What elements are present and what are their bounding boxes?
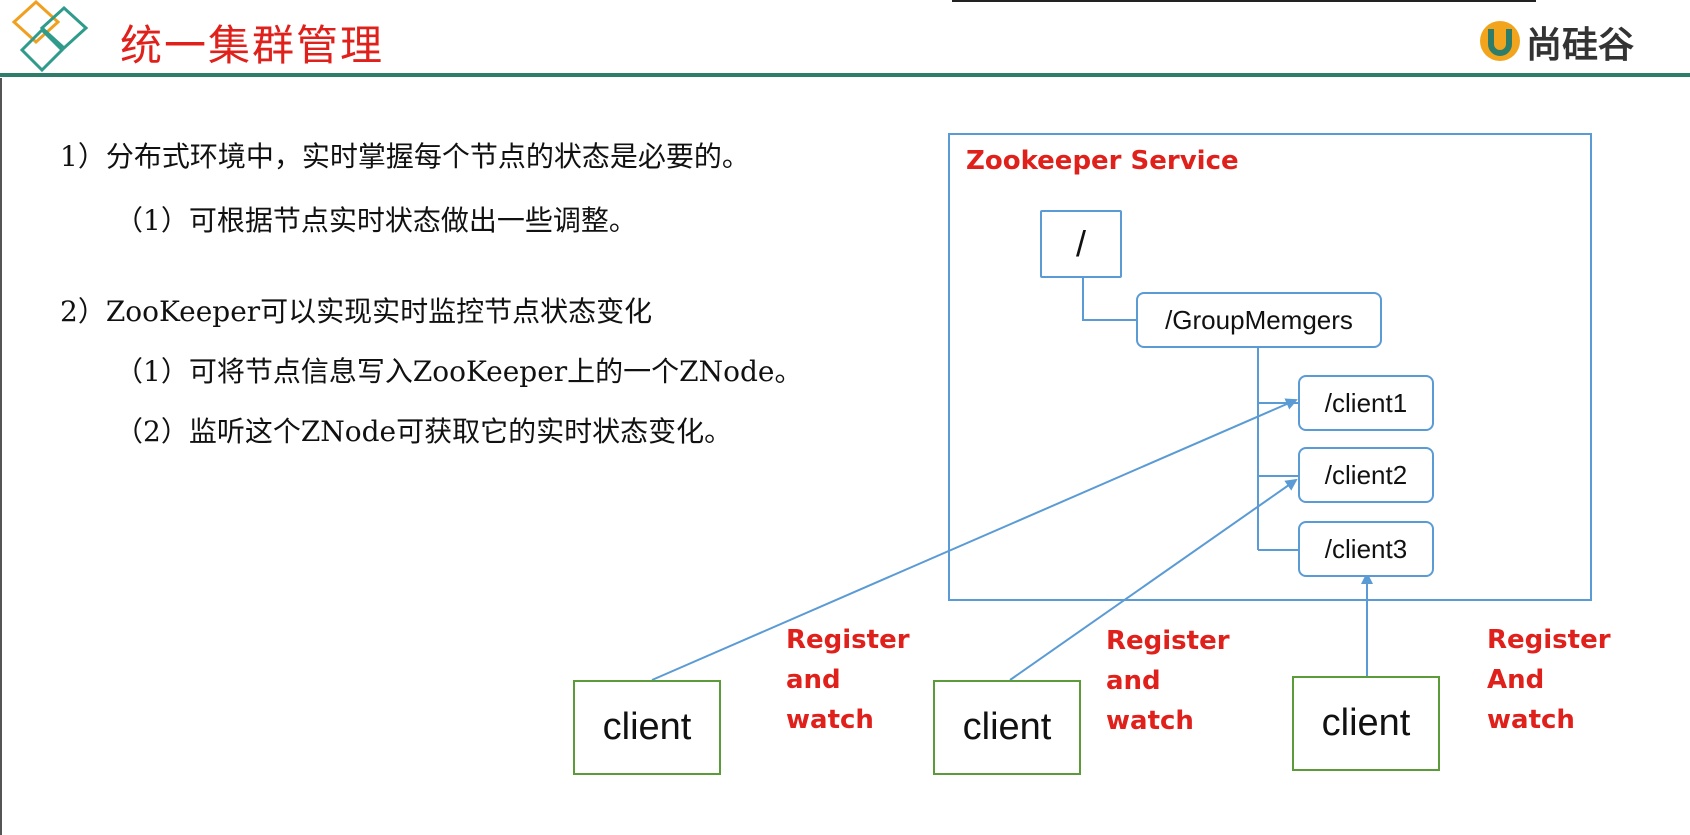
register-watch-label: Register and watch	[786, 620, 910, 740]
page-title: 统一集群管理	[120, 21, 385, 70]
register-watch-label: Register and watch	[1106, 621, 1230, 741]
left-border	[0, 78, 2, 835]
service-label: Zookeeper Service	[966, 146, 1239, 176]
watch-word: watch	[786, 705, 874, 735]
bullet-item: 2）ZooKeeper可以实现实时监控节点状态变化	[60, 295, 653, 328]
znode-client3: /client3	[1298, 521, 1434, 577]
bullet-item: 1）分布式环境中，实时掌握每个节点的状态是必要的。	[60, 140, 750, 173]
znode-client1: /client1	[1298, 375, 1434, 431]
client-box: client	[933, 680, 1081, 775]
and-word: And	[1487, 665, 1545, 695]
root-to-group-line	[1082, 276, 1136, 321]
watch-word: watch	[1487, 705, 1575, 735]
znode-root: /	[1040, 210, 1122, 278]
zookeeper-service-box	[948, 133, 1592, 601]
top-divider	[952, 0, 1536, 2]
register-word: Register	[1106, 626, 1230, 656]
watch-arrow-2	[1009, 478, 1298, 681]
header-rule	[0, 73, 1690, 77]
and-word: and	[786, 665, 841, 695]
bullet-item: （1）可将节点信息写入ZooKeeper上的一个ZNode。	[115, 355, 803, 388]
client-box: client	[573, 680, 721, 775]
brand-u-icon	[1480, 21, 1520, 61]
znode-group-members: /GroupMemgers	[1136, 292, 1382, 348]
watch-arrow-1	[651, 398, 1298, 681]
bullet-item: （2）监听这个ZNode可获取它的实时状态变化。	[115, 415, 733, 448]
register-word: Register	[786, 625, 910, 655]
and-word: and	[1106, 666, 1161, 696]
znode-client2: /client2	[1298, 447, 1434, 503]
header: 统一集群管理 尚硅谷	[0, 0, 1690, 78]
brand-logo-text: 尚硅谷	[1526, 25, 1635, 66]
register-watch-label: Register And watch	[1487, 620, 1611, 740]
register-word: Register	[1487, 625, 1611, 655]
logo-diamond-icon	[11, 0, 89, 73]
client-box: client	[1292, 676, 1440, 771]
bullet-item: （1）可根据节点实时状态做出一些调整。	[115, 204, 637, 237]
watch-word: watch	[1106, 706, 1194, 736]
